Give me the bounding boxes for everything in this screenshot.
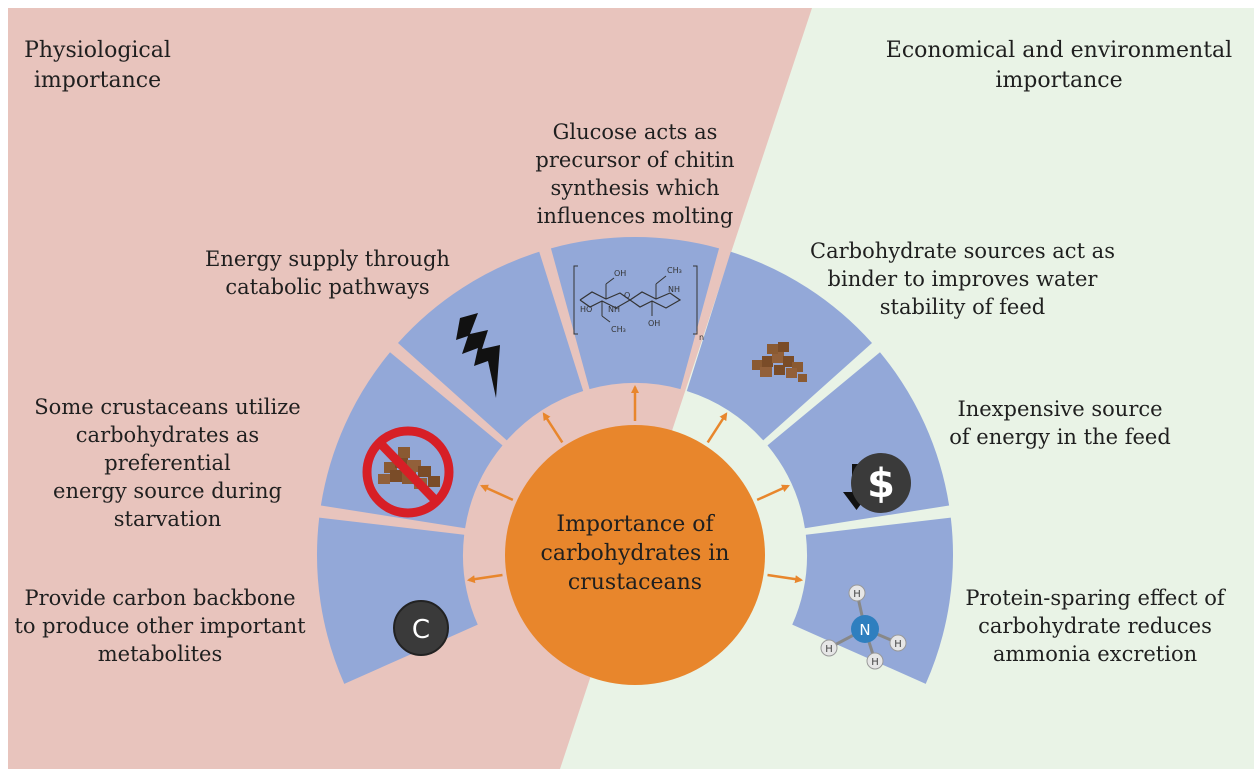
dollar-symbol: $: [867, 461, 895, 507]
right-header: Economical and environmental importance: [885, 38, 1233, 93]
chem-nh-label-1: NH: [608, 305, 620, 314]
label-chitin: Glucose acts as precursor of chitin synt…: [535, 120, 735, 228]
center-circle: [505, 425, 765, 685]
arrow-starvation: [480, 484, 514, 502]
feed-pellets-icon: [752, 342, 807, 382]
chem-ch3-label-1: CH₃: [611, 325, 626, 334]
arrow-inexpensive: [756, 484, 790, 502]
chem-n-label: n: [699, 333, 704, 342]
arrows: [466, 385, 804, 584]
chem-ch3-label-2: CH₃: [667, 266, 682, 275]
arrow-carbon-backbone: [466, 573, 503, 584]
carbon-symbol: C: [412, 615, 430, 645]
nitrogen-symbol: N: [859, 621, 870, 639]
label-binder: Carbohydrate sources act as binder to im…: [810, 239, 1115, 319]
label-carbon-backbone: Provide carbon backbone to produce other…: [14, 586, 306, 666]
arrow-protein-sparing: [767, 573, 804, 584]
no-feed-icon: [362, 426, 454, 518]
hydrogen-symbol-1: H: [853, 589, 861, 600]
low-cost-icon: $: [843, 453, 911, 513]
chem-ho-label: HO: [580, 305, 592, 314]
ammonia-molecule-icon: N H H H H: [820, 584, 907, 670]
chitin-structure-icon: OH HO NH CH₃ O CH₃ NH OH n: [573, 265, 704, 342]
hydrogen-symbol-3: H: [894, 639, 902, 650]
lightning-icon: [456, 313, 500, 398]
segment-chitin: [550, 236, 720, 390]
left-header: Physiological importance: [24, 38, 171, 93]
hydrogen-symbol-2: H: [825, 644, 833, 655]
carbon-atom-icon: C: [393, 600, 449, 656]
hydrogen-symbol-4: H: [871, 657, 879, 668]
chem-o-label: O: [624, 291, 630, 300]
center-label: Importance of carbohydrates in crustacea…: [540, 512, 730, 595]
chem-nh-label-2: NH: [668, 285, 680, 294]
segment-energy-supply: [397, 251, 584, 441]
arrow-energy-supply: [542, 412, 564, 444]
chem-oh-label-2: OH: [648, 319, 660, 328]
chem-oh-label-1: OH: [614, 269, 626, 278]
arrow-binder: [706, 412, 728, 444]
label-protein-sparing: Protein-sparing effect of carbohydrate r…: [965, 586, 1225, 666]
label-energy-supply: Energy supply through catabolic pathways: [205, 247, 450, 299]
label-starvation: Some crustaceans utilize carbohydrates a…: [34, 395, 301, 531]
label-inexpensive: Inexpensive source of energy in the feed: [949, 397, 1171, 449]
